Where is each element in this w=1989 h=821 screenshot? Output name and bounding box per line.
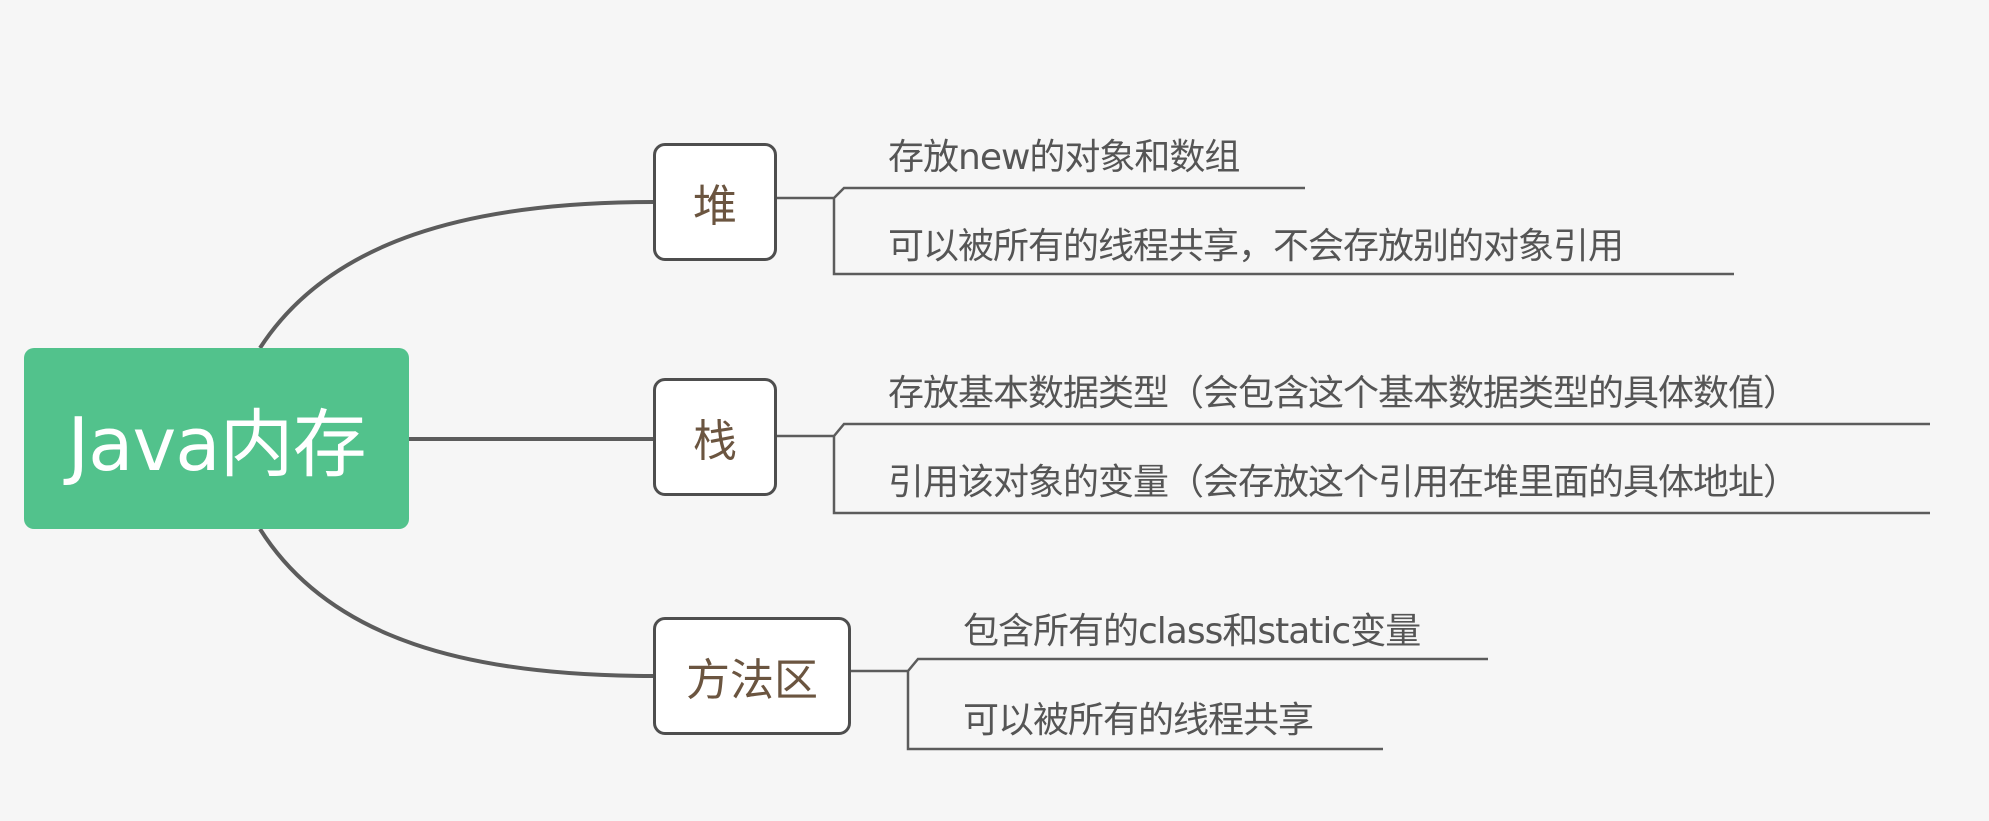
leaf-node[interactable]: 存放基本数据类型（会包含这个基本数据类型的具体数值） bbox=[888, 373, 1799, 414]
branch-node-label: 方法区 bbox=[686, 655, 818, 706]
branch-node-method-area[interactable]: 方法区 bbox=[653, 617, 851, 735]
connector-stack-leaves bbox=[777, 422, 1930, 515]
leaf-node[interactable]: 存放new的对象和数组 bbox=[888, 137, 1240, 178]
connector-root-heap bbox=[258, 200, 654, 350]
leaf-node[interactable]: 可以被所有的线程共享 bbox=[963, 700, 1314, 741]
branch-node-heap[interactable]: 堆 bbox=[653, 143, 777, 261]
root-node[interactable]: Java内存 bbox=[24, 348, 409, 529]
leaf-node[interactable]: 包含所有的class和static变量 bbox=[963, 611, 1421, 652]
branch-node-label: 栈 bbox=[693, 416, 737, 467]
connector-heap-leaves bbox=[777, 186, 1734, 276]
connector-root-method bbox=[258, 527, 654, 678]
root-node-label: Java内存 bbox=[67, 402, 366, 488]
branch-node-stack[interactable]: 栈 bbox=[653, 378, 777, 496]
connector-method-leaves bbox=[851, 657, 1488, 751]
leaf-node[interactable]: 可以被所有的线程共享，不会存放别的对象引用 bbox=[888, 226, 1624, 267]
branch-node-label: 堆 bbox=[693, 181, 737, 232]
leaf-node[interactable]: 引用该对象的变量（会存放这个引用在堆里面的具体地址） bbox=[888, 462, 1799, 503]
